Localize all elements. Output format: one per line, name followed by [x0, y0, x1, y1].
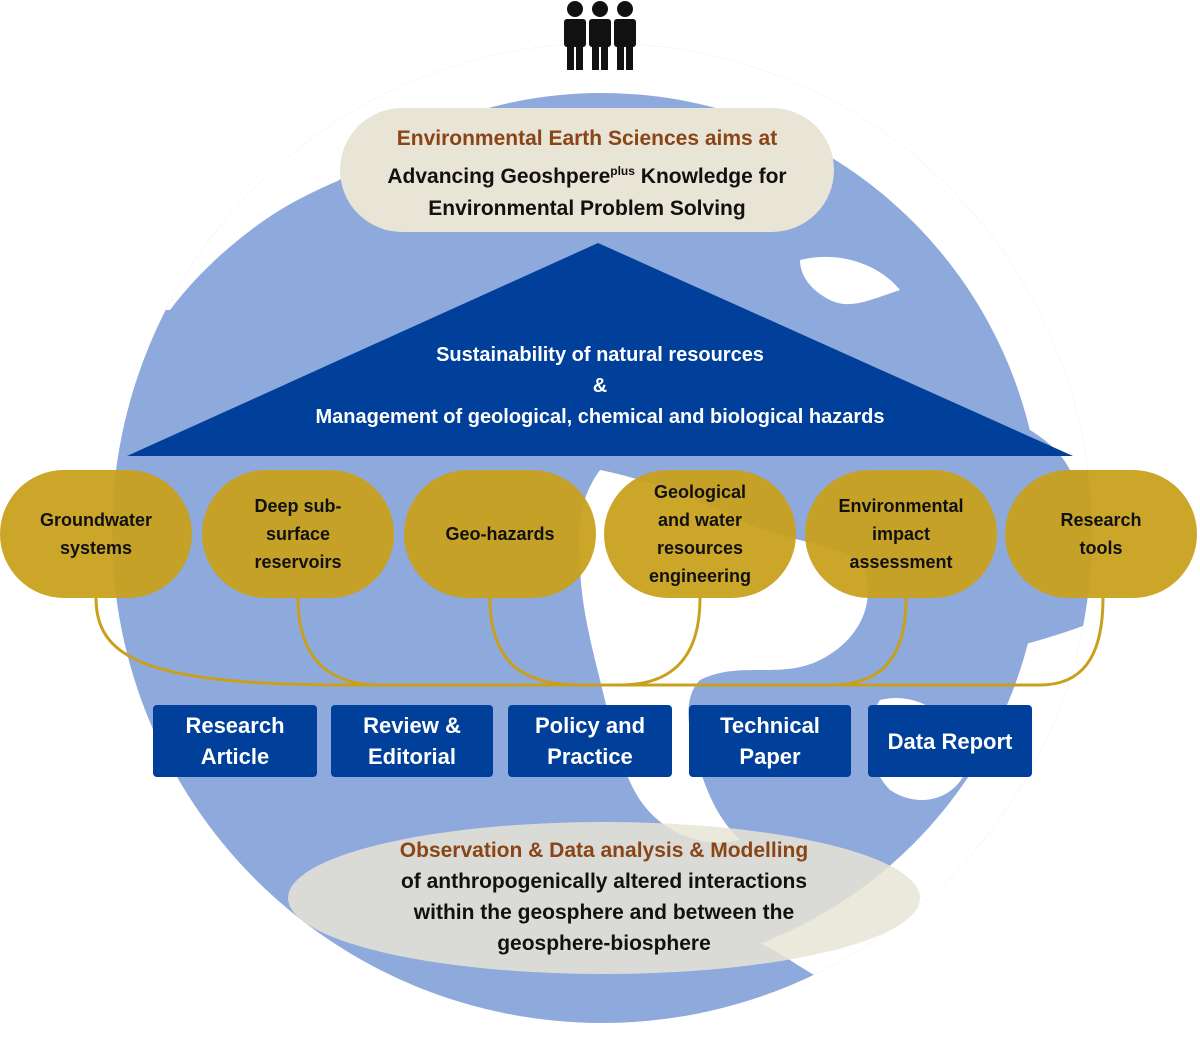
triangle-text: Sustainability of natural resources & Ma… [240, 340, 960, 433]
article-type-line: Paper [739, 744, 801, 769]
triangle-line-2: & [592, 375, 608, 397]
header-line-2: Advancing Geoshpereplus Knowledge for [340, 155, 834, 193]
footer-oval [288, 822, 920, 974]
article-type-line: Policy and [534, 713, 646, 738]
topic-line: engineering [648, 566, 751, 586]
topic-line: Groundwater [39, 510, 152, 530]
topic-line: Environmental [838, 496, 964, 516]
topic-line: tools [1079, 538, 1123, 558]
topic-line: impact [871, 524, 931, 544]
triangle-line-1: Sustainability of natural resources [436, 344, 764, 366]
topic-pill-groundwater [0, 470, 192, 598]
topic-label-tools: Research tools [1005, 470, 1197, 598]
topic-label-reservoirs: Deep sub- surface reservoirs [202, 470, 394, 598]
topic-line: systems [59, 538, 133, 558]
topic-line: Deep sub- [254, 496, 342, 516]
topic-pill-geohazards [404, 470, 596, 598]
continent-inner-east [800, 256, 900, 305]
connector-tools [1039, 597, 1105, 687]
connector-reservoirs [296, 597, 381, 687]
article-type-line: Technical [720, 713, 820, 738]
connector-eia [829, 597, 908, 687]
footer-line-3: within the geosphere and between the [413, 901, 795, 924]
topic-line: surface [265, 524, 331, 544]
article-type-line: Review & [363, 713, 461, 738]
goal-triangle [127, 243, 1073, 456]
article-type-line: Editorial [367, 744, 456, 769]
topic-label-geohazards: Geo-hazards [404, 470, 596, 598]
article-type-review-editorial: Review & Editorial [331, 705, 493, 777]
article-type-line: Article [200, 744, 270, 769]
topic-pills [0, 470, 1197, 598]
header-line-2-suffix: Knowledge for [634, 165, 787, 188]
footer-line-1: Observation & Data analysis & Modelling [399, 839, 809, 862]
footer-line-4: geosphere-biosphere [497, 932, 711, 955]
topic-pill-engineering [604, 470, 796, 598]
footer-line-2: of anthropogenically altered interaction… [400, 870, 808, 893]
header-text: Environmental Earth Sciences aims at Adv… [340, 123, 834, 225]
connector-engineering [619, 597, 702, 687]
article-type-line: Practice [547, 744, 633, 769]
topic-line: assessment [849, 552, 953, 572]
triangle-line-3: Management of geological, chemical and b… [315, 406, 885, 428]
header-line-1: Environmental Earth Sciences aims at [396, 127, 778, 150]
topic-pill-eia [805, 470, 997, 598]
header-oval [340, 108, 834, 232]
topic-line: Geo-hazards [445, 524, 555, 544]
topic-line: Research [1060, 510, 1142, 530]
topic-line: Geological [653, 482, 747, 502]
header-line-3: Environmental Problem Solving [428, 197, 746, 220]
people-group-icon [564, 1, 636, 70]
footer-text: Observation & Data analysis & Modelling … [300, 835, 908, 959]
connector-lines [94, 597, 1105, 687]
header-line-2-sup: plus [610, 164, 635, 178]
connector-geohazards [488, 597, 581, 687]
topic-label-eia: Environmental impact assessment [805, 470, 997, 598]
article-type-data-report: Data Report [868, 705, 1032, 777]
header-line-2-prefix: Advancing Geoshpere [387, 165, 611, 188]
topic-line: and water [657, 510, 743, 530]
topic-label-groundwater: Groundwater systems [0, 470, 192, 598]
topic-pill-tools [1005, 470, 1197, 598]
article-type-line: Research [185, 713, 285, 738]
topic-line: resources [656, 538, 744, 558]
topic-line: reservoirs [254, 552, 342, 572]
topic-label-engineering: Geological and water resources engineeri… [604, 470, 796, 598]
connector-groundwater [94, 597, 351, 687]
article-type-line: Data Report [887, 728, 1013, 754]
topic-pill-reservoirs [202, 470, 394, 598]
